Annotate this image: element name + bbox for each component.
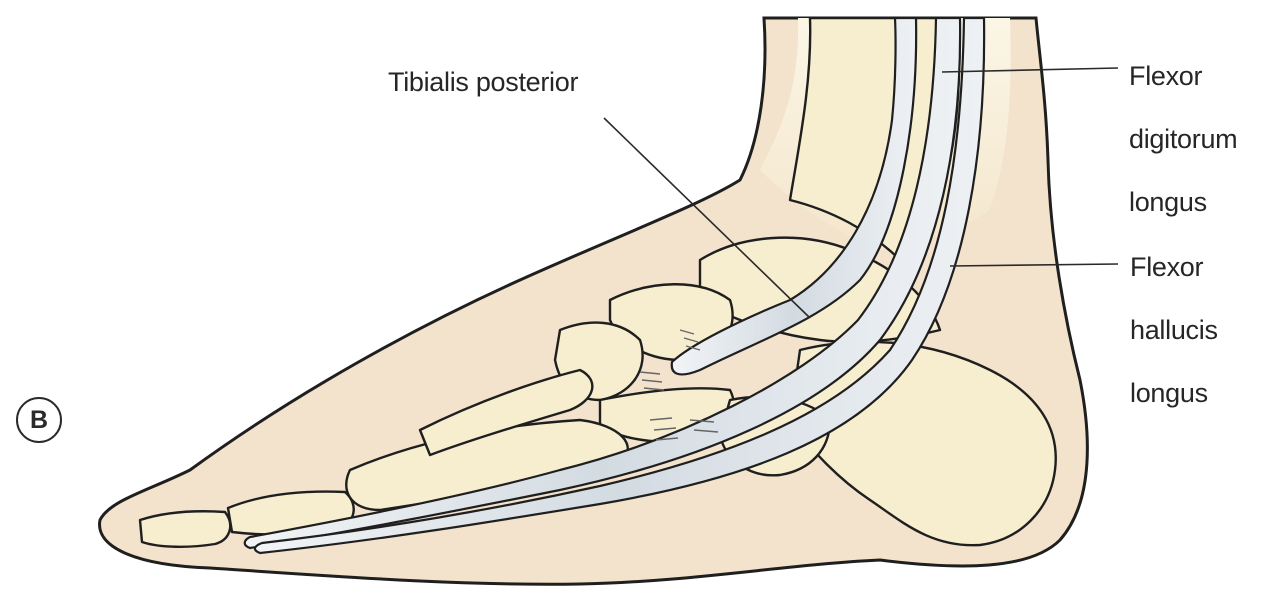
label-line: hallucis [1130,299,1218,362]
label-line: longus [1129,171,1237,234]
label-flexor-digitorum-longus: Flexor digitorum longus [1129,45,1237,234]
label-line: longus [1130,362,1218,425]
label-flexor-hallucis-longus: Flexor hallucis longus [1130,236,1218,425]
label-line: Flexor [1130,236,1218,299]
panel-letter-badge: B [16,397,62,443]
label-tibialis-posterior: Tibialis posterior [388,66,578,98]
label-line: Flexor [1129,45,1237,108]
label-line: digitorum [1129,108,1237,171]
